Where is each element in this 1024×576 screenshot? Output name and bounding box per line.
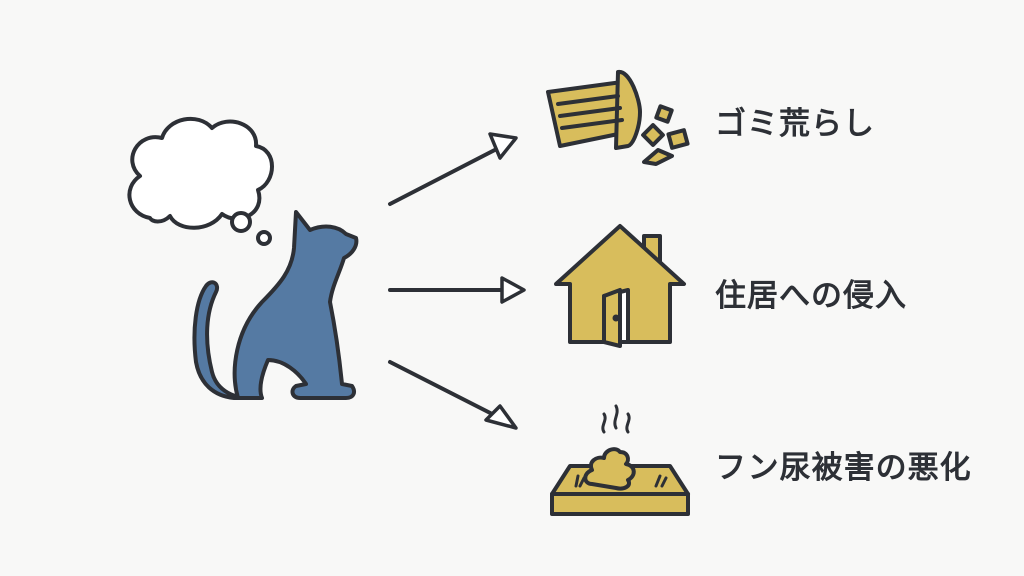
outcome-label-feces: フン尿被害の悪化 [715,450,972,486]
arrow-to-trash [388,132,518,206]
feces-icon [550,404,690,516]
trash-can-icon [546,70,690,166]
house-icon [554,224,686,348]
arrow-to-house [388,276,526,304]
outcome-label-trash: ゴミ荒らし [715,106,875,142]
cat-icon [192,210,359,400]
outcome-label-house: 住居への侵入 [715,278,907,314]
arrow-to-feces [388,360,518,430]
thought-bubble-icon [127,117,274,246]
